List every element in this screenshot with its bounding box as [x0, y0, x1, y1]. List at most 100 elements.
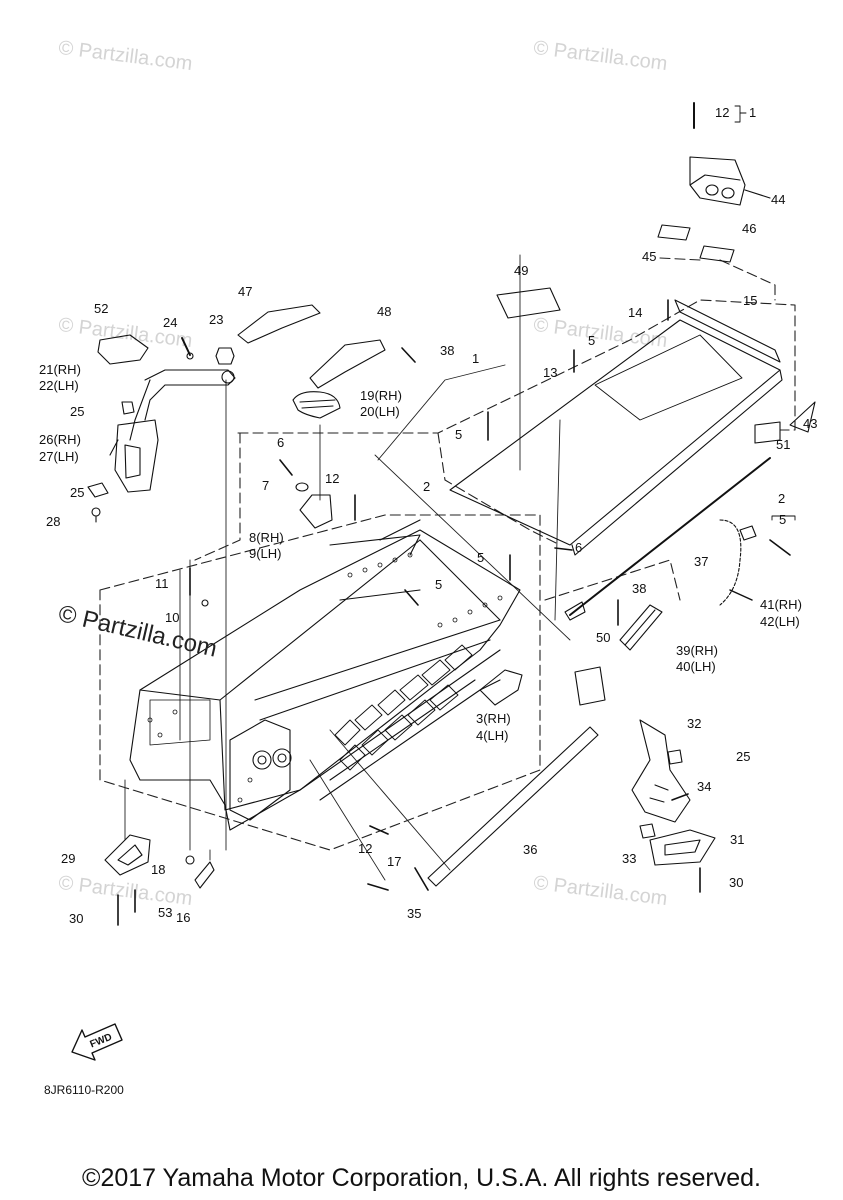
part-17-rivet — [367, 883, 389, 891]
part-5-rivet — [404, 589, 419, 606]
callout-28: 28 — [46, 514, 61, 529]
part-21-grab-bar — [129, 369, 236, 441]
callout-bracket — [734, 105, 796, 521]
part-10-bolt — [201, 599, 209, 607]
callout-22-lh: 22(LH) — [39, 378, 79, 393]
callout-15: 15 — [743, 293, 758, 308]
callout-53: 53 — [158, 905, 173, 920]
callout-26-rh: 26(RH) — [39, 432, 81, 447]
callout-5: 5 — [779, 512, 787, 527]
callout-5: 5 — [477, 550, 485, 565]
part-3-bracket — [479, 669, 523, 706]
part-13-tunnel-plate — [449, 319, 783, 556]
part-15-rail — [674, 299, 781, 363]
part-52-cover — [97, 334, 149, 365]
callout-33: 33 — [622, 851, 637, 866]
part-51-decal — [754, 421, 781, 444]
callout-23: 23 — [209, 312, 224, 327]
callout-1: 1 — [472, 351, 480, 366]
callout-47: 47 — [238, 284, 253, 299]
part-8-bracket — [299, 494, 333, 529]
callout-30: 30 — [729, 875, 744, 890]
callout-17: 17 — [387, 854, 402, 869]
part-23-nut — [215, 347, 235, 365]
callout-38: 38 — [440, 343, 455, 358]
callout-25: 25 — [70, 404, 85, 419]
part-16-plate — [194, 861, 215, 889]
part-33-nut — [639, 823, 656, 839]
callout-21-rh: 21(RH) — [39, 362, 81, 377]
part-26-bracket — [109, 419, 159, 493]
callout-40-lh: 40(LH) — [676, 659, 716, 674]
callout-48: 48 — [377, 304, 392, 319]
callout-9-lh: 9(LH) — [249, 546, 282, 561]
leader-lines — [124, 254, 571, 881]
callout-5: 5 — [455, 427, 463, 442]
callout-44: 44 — [771, 192, 786, 207]
callout-6: 6 — [277, 435, 285, 450]
callout-11: 11 — [155, 576, 169, 591]
callout-37: 37 — [694, 554, 709, 569]
part-47-decal — [237, 304, 321, 344]
callout-24: 24 — [163, 315, 178, 330]
callout-41-rh: 41(RH) — [760, 597, 802, 612]
callout-20-lh: 20(LH) — [360, 404, 400, 419]
callout-50: 50 — [596, 630, 611, 645]
callout-39-rh: 39(RH) — [676, 643, 718, 658]
part-34-bolt — [671, 793, 689, 801]
part-39-cover — [619, 604, 663, 651]
callout-2: 2 — [778, 491, 786, 506]
part-38-rivet — [401, 347, 416, 363]
copyright-notice: ©2017 Yamaha Motor Corporation, U.S.A. A… — [82, 1164, 761, 1192]
dashed-assembly-outline-2 — [99, 514, 681, 851]
part-37-rod — [564, 457, 771, 621]
part-24-bolt — [181, 337, 194, 360]
callout-42-lh: 42(LH) — [760, 614, 800, 629]
callout-34: 34 — [697, 779, 712, 794]
callout-12: 12 — [325, 471, 340, 486]
callout-36: 36 — [523, 842, 538, 857]
callout-31: 31 — [730, 832, 745, 847]
diagram-code: 8JR6110-R200 — [44, 1083, 124, 1097]
part-19-boot — [292, 391, 341, 419]
part-43-flap — [789, 401, 816, 433]
callout-19-rh: 19(RH) — [360, 388, 402, 403]
part-44-rear-bracket — [689, 102, 771, 206]
callout-16: 16 — [176, 910, 191, 925]
part-25-nut — [667, 749, 683, 765]
callout-18: 18 — [151, 862, 166, 877]
part-48-decal — [309, 339, 386, 389]
part-6-rivet — [279, 459, 293, 476]
callout-1: 1 — [749, 105, 757, 120]
callout-32: 32 — [687, 716, 702, 731]
callout-14: 14 — [628, 305, 643, 320]
callout-3-rh: 3(RH) — [476, 711, 511, 726]
part-12-rivet — [369, 825, 389, 835]
part-45-pad — [657, 224, 691, 241]
part-28-bolt — [91, 507, 101, 523]
part-6-rivet — [554, 547, 573, 551]
callout-10: 10 — [165, 610, 180, 625]
part-36-bar — [427, 726, 599, 887]
callout-25: 25 — [70, 485, 85, 500]
main-frame-tunnel — [129, 519, 521, 831]
frame-truss-cutouts — [334, 644, 473, 771]
callout-13: 13 — [543, 365, 558, 380]
part-32-bracket — [631, 719, 691, 823]
part-25-nut — [87, 482, 109, 498]
part-50-block — [574, 666, 606, 706]
part-29-footrest — [104, 834, 151, 876]
callout-43: 43 — [803, 416, 818, 431]
callout-8-rh: 8(RH) — [249, 530, 284, 545]
part-49-pad — [496, 287, 561, 319]
callout-30: 30 — [69, 911, 84, 926]
callout-29: 29 — [61, 851, 76, 866]
callout-25: 25 — [736, 749, 751, 764]
callout-5: 5 — [435, 577, 443, 592]
fwd-arrow-icon: FWD — [71, 1023, 123, 1061]
callout-12: 12 — [358, 841, 373, 856]
callout-52: 52 — [94, 301, 109, 316]
dashed-top-outline — [659, 257, 776, 301]
part-46-pad — [699, 245, 735, 263]
